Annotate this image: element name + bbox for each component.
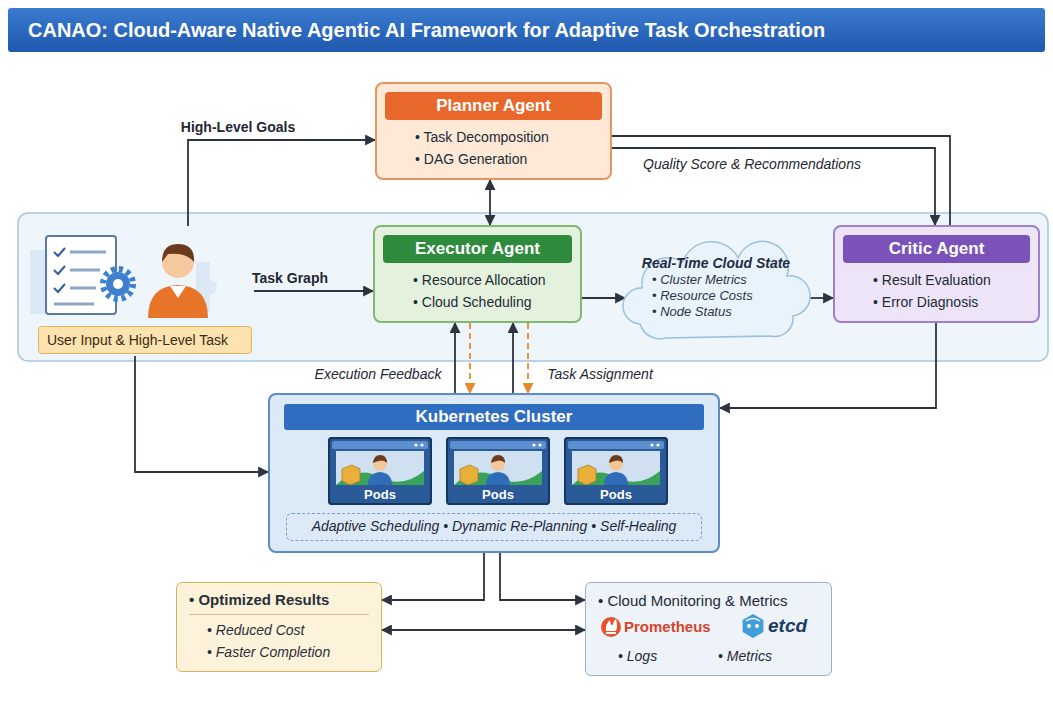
pod-icon xyxy=(328,437,432,505)
connector xyxy=(454,323,456,393)
node-text: • Metrics xyxy=(718,648,772,664)
cluster-box: Kubernetes ClusterPods Pods PodsAdaptive S… xyxy=(268,393,720,553)
node-text: • Resource Costs xyxy=(636,288,796,304)
node-text: • DAG Generation xyxy=(377,148,610,170)
pod-box: Pods xyxy=(328,437,432,505)
node-text: • Logs xyxy=(618,648,657,664)
node-text: Adaptive Scheduling • Dynamic Re-Plannin… xyxy=(287,514,701,538)
results-box: • Optimized Results • Reduced Cost• Faste… xyxy=(176,582,382,672)
title-banner: CANAO: Cloud-Aware Native Agentic AI Fra… xyxy=(8,8,1045,52)
edge-label: Task Assignment xyxy=(544,366,656,382)
etcd-icon xyxy=(743,614,764,638)
pod-box: Pods xyxy=(446,437,550,505)
connector xyxy=(612,136,950,225)
node-text: • Cloud Monitoring & Metrics xyxy=(598,592,788,609)
connector xyxy=(512,323,514,393)
node-text: Prometheus xyxy=(624,618,711,635)
edge-label: High-Level Goals xyxy=(178,119,298,135)
pod-icon xyxy=(564,437,668,505)
monitor-fill xyxy=(585,582,832,676)
node-text: • Task Decomposition xyxy=(377,126,610,148)
connector xyxy=(382,553,484,600)
node-text: etcd xyxy=(768,615,807,637)
agent-card: Planner Agent • Task Decomposition• DAG G… xyxy=(375,82,612,180)
node-text: • Result Evaluation xyxy=(835,269,1038,291)
node-text: • Optimized Results xyxy=(189,591,369,615)
node-text: User Input & High-Level Task xyxy=(38,326,252,354)
connector xyxy=(809,297,833,299)
node-text: • Cloud Scheduling xyxy=(375,291,580,313)
pod-box: Pods xyxy=(564,437,668,505)
connector xyxy=(612,148,935,225)
user-icon xyxy=(30,236,217,318)
feature-strip: Adaptive Scheduling • Dynamic Re-Plannin… xyxy=(286,513,702,541)
agent-card: Executor Agent • Resource Allocation• Clo… xyxy=(373,225,582,323)
node-text: Pods xyxy=(330,487,430,502)
connector xyxy=(254,290,373,292)
node-text: Pods xyxy=(566,487,666,502)
connector xyxy=(500,553,585,600)
user-input: User Input & High-Level Task xyxy=(36,226,254,356)
connector xyxy=(135,356,268,472)
monitor-box: • Cloud Monitoring & MetricsPrometheus et… xyxy=(585,582,832,676)
node-text: Planner Agent xyxy=(385,92,602,120)
edge-label: Task Graph xyxy=(249,270,331,286)
node-text: Critic Agent xyxy=(843,235,1030,263)
node-text: • Node Status xyxy=(636,304,796,320)
node-text: • Resource Allocation xyxy=(375,269,580,291)
node-text: Kubernetes Cluster xyxy=(284,404,704,430)
agent-card: Critic Agent • Result Evaluation• Error D… xyxy=(833,225,1040,323)
edge-label: Execution Feedback xyxy=(312,366,445,382)
connector xyxy=(469,323,471,393)
connector xyxy=(489,180,491,225)
connector xyxy=(582,297,625,299)
cloud-state: Real-Time Cloud State• Cluster Metrics• … xyxy=(620,236,812,346)
node-text: • Error Diagnosis xyxy=(835,291,1038,313)
node-text: • Cluster Metrics xyxy=(636,272,796,288)
node-text: Executor Agent xyxy=(383,235,572,263)
connector xyxy=(188,140,375,226)
node-text: Real-Time Cloud State xyxy=(636,254,796,272)
node-text: Pods xyxy=(448,487,548,502)
node-text: • Reduced Cost xyxy=(177,619,381,641)
connector xyxy=(382,629,585,631)
connector xyxy=(527,323,529,393)
agent-band xyxy=(18,213,1048,361)
prometheus-icon xyxy=(601,617,621,637)
edge-label: Quality Score & Recommendations xyxy=(640,156,864,172)
pod-icon xyxy=(446,437,550,505)
node-text: • Faster Completion xyxy=(177,641,381,663)
cluster-fill xyxy=(268,393,720,553)
